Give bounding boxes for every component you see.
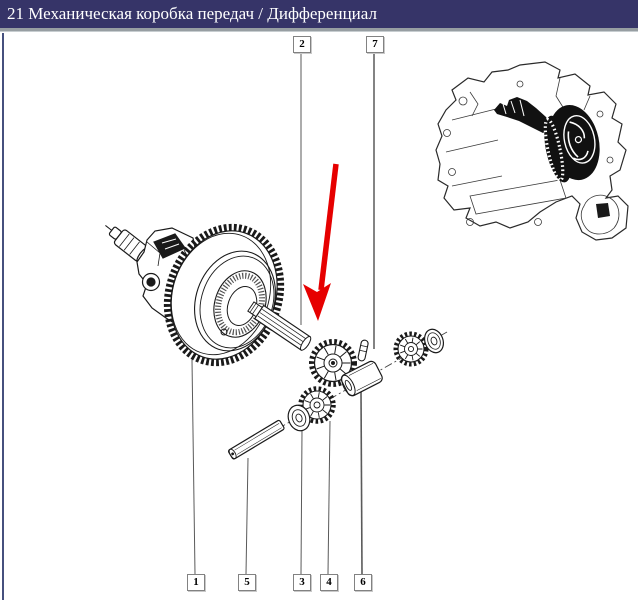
callout-leader-lines xyxy=(191,52,375,575)
sun-gear-with-shaft xyxy=(247,301,357,387)
gearbox-housing-details xyxy=(443,77,620,235)
callout-box-2[interactable]: 2 xyxy=(293,36,311,53)
sun-bevel-gear xyxy=(309,339,357,387)
planet-shaft xyxy=(227,419,285,460)
callout-box-5[interactable]: 5 xyxy=(238,574,256,591)
differential-housing-assembly xyxy=(105,223,285,367)
callout-box-7[interactable]: 7 xyxy=(366,36,384,53)
red-arrow xyxy=(303,163,339,321)
leader-line-6 xyxy=(360,390,363,575)
shaft-spline-marks xyxy=(502,99,525,117)
thrust-washer-right xyxy=(423,328,445,354)
callout-box-3[interactable]: 3 xyxy=(293,574,311,591)
bushing xyxy=(340,360,383,397)
title-separator xyxy=(0,28,638,32)
gearbox-thumbnail[interactable] xyxy=(435,61,629,241)
page-title: 21 Механическая коробка передач / Диффер… xyxy=(0,0,638,28)
bell-housing-window xyxy=(596,203,610,218)
callout-box-1[interactable]: 1 xyxy=(187,574,205,591)
content-left-border xyxy=(2,33,4,600)
leader-line-5 xyxy=(245,457,249,575)
highlighted-shaft xyxy=(494,97,552,133)
splined-shaft xyxy=(247,301,312,351)
leader-line-3 xyxy=(300,429,303,575)
thrust-washer-lower xyxy=(287,404,311,432)
gearbox-housing-outline xyxy=(435,61,629,241)
leader-line-1 xyxy=(191,359,196,575)
leader-line-4 xyxy=(327,420,331,575)
planet-gear-right xyxy=(393,331,429,367)
callout-box-6[interactable]: 6 xyxy=(354,574,372,591)
highlighted-differential-gear xyxy=(543,105,600,183)
planet-gear-lower xyxy=(298,386,336,424)
roll-pin xyxy=(357,339,369,362)
callout-box-4[interactable]: 4 xyxy=(320,574,338,591)
crown-wheel-teeth xyxy=(163,223,285,367)
